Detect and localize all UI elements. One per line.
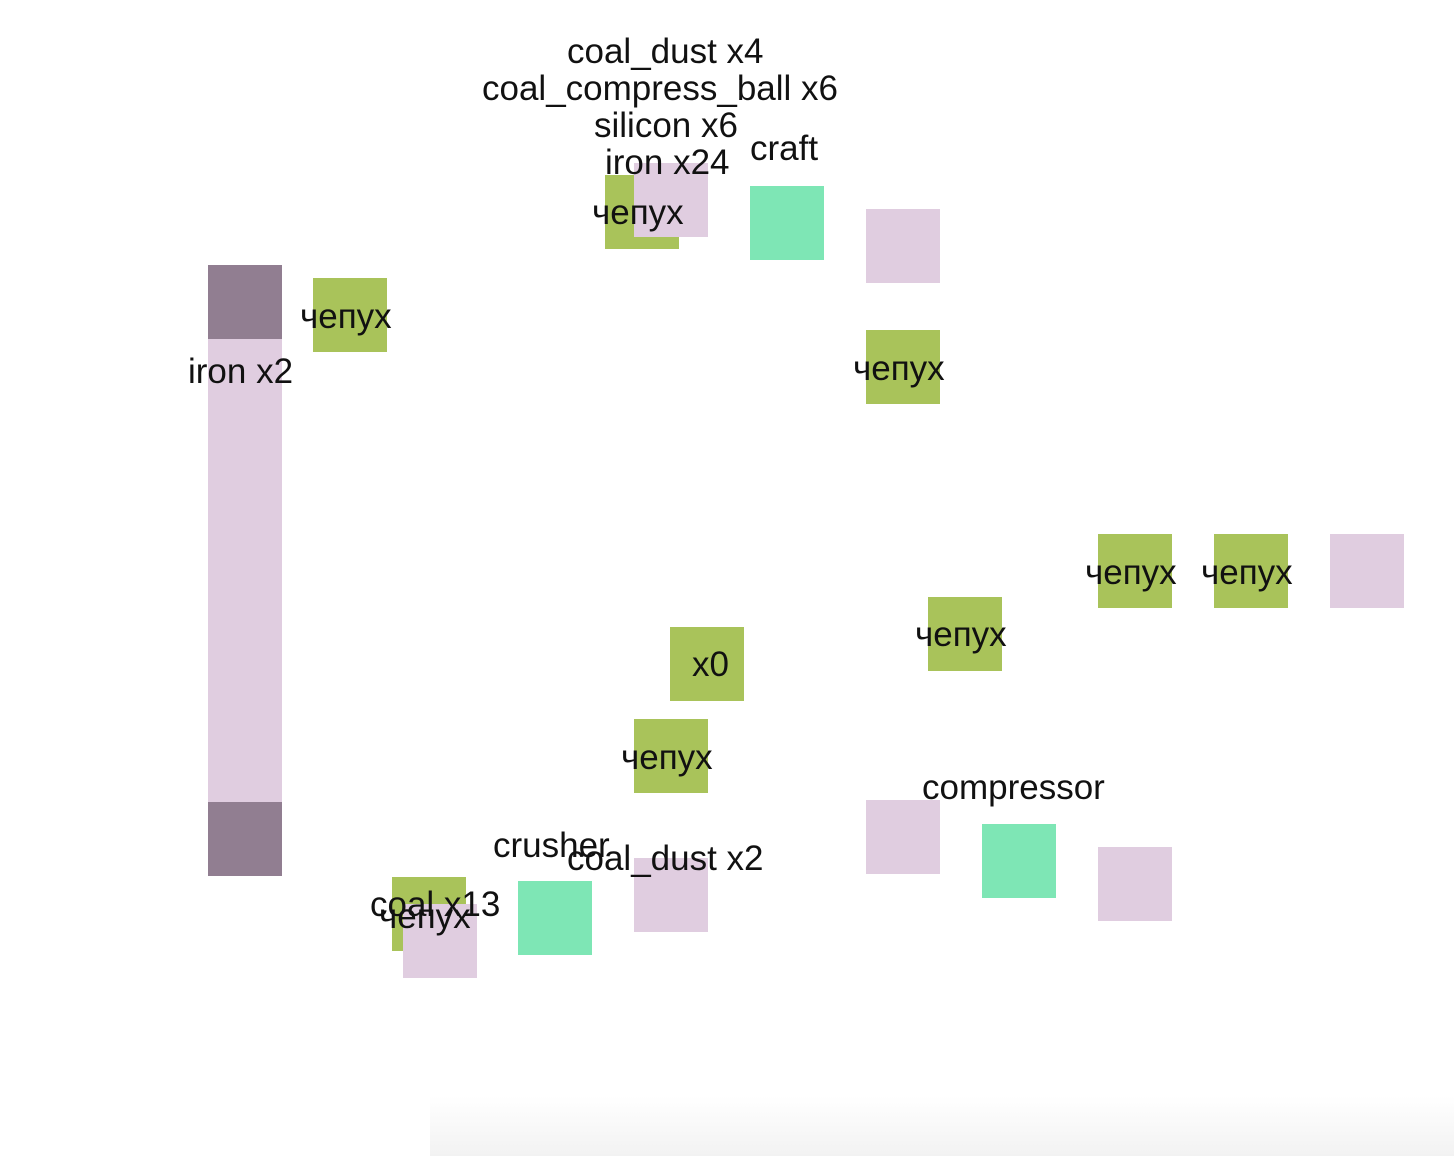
green-tile-upper-right[interactable] [866, 330, 940, 404]
pink-tile-right[interactable] [1330, 534, 1404, 608]
pink-tile-upper-right[interactable] [866, 209, 940, 283]
chepukh-label: чепух [1085, 553, 1177, 592]
chepukh-label: чепух [300, 297, 392, 336]
green-tile-right-2[interactable] [1214, 534, 1288, 608]
chepukh-label: чепух [1201, 553, 1293, 592]
craft-machine[interactable] [750, 186, 824, 260]
pink-tile-compressor-in[interactable] [866, 800, 940, 874]
pink-tile-top[interactable] [634, 163, 708, 237]
crusher-machine[interactable] [518, 881, 592, 955]
chepukh-label: чепух [379, 897, 471, 936]
storage-column[interactable] [208, 338, 282, 802]
coal-compress-ball-x6-label: coal_compress_ball x6 [482, 69, 839, 108]
compressor-label: compressor [922, 768, 1105, 807]
green-tile-left[interactable] [313, 278, 387, 352]
compressor-machine[interactable] [982, 824, 1056, 898]
craft-label: craft [750, 129, 819, 168]
bottom-shade [430, 1096, 1454, 1156]
green-tile-x0[interactable] [670, 627, 744, 701]
green-tile-mid-right[interactable] [928, 597, 1002, 671]
pink-tile-compressor-out[interactable] [1098, 847, 1172, 921]
storage-top-cap[interactable] [208, 265, 282, 339]
chepukh-label: чепух [853, 349, 945, 388]
chepukh-label: чепух [621, 738, 713, 777]
green-tile-right-1[interactable] [1098, 534, 1172, 608]
silicon-x6-label: silicon x6 [594, 106, 738, 145]
pink-tile-crusher-in[interactable] [403, 904, 477, 978]
coal-dust-x4-label: coal_dust x4 [567, 32, 764, 71]
x0-label: x0 [692, 645, 729, 684]
chepukh-label: чепух [915, 615, 1007, 654]
crusher-label: crusher [493, 826, 610, 865]
pink-tile-crusher-out[interactable] [634, 858, 708, 932]
storage-bottom-cap[interactable] [208, 802, 282, 876]
green-tile-center[interactable] [634, 719, 708, 793]
chepukh-label: чепух [592, 193, 684, 232]
